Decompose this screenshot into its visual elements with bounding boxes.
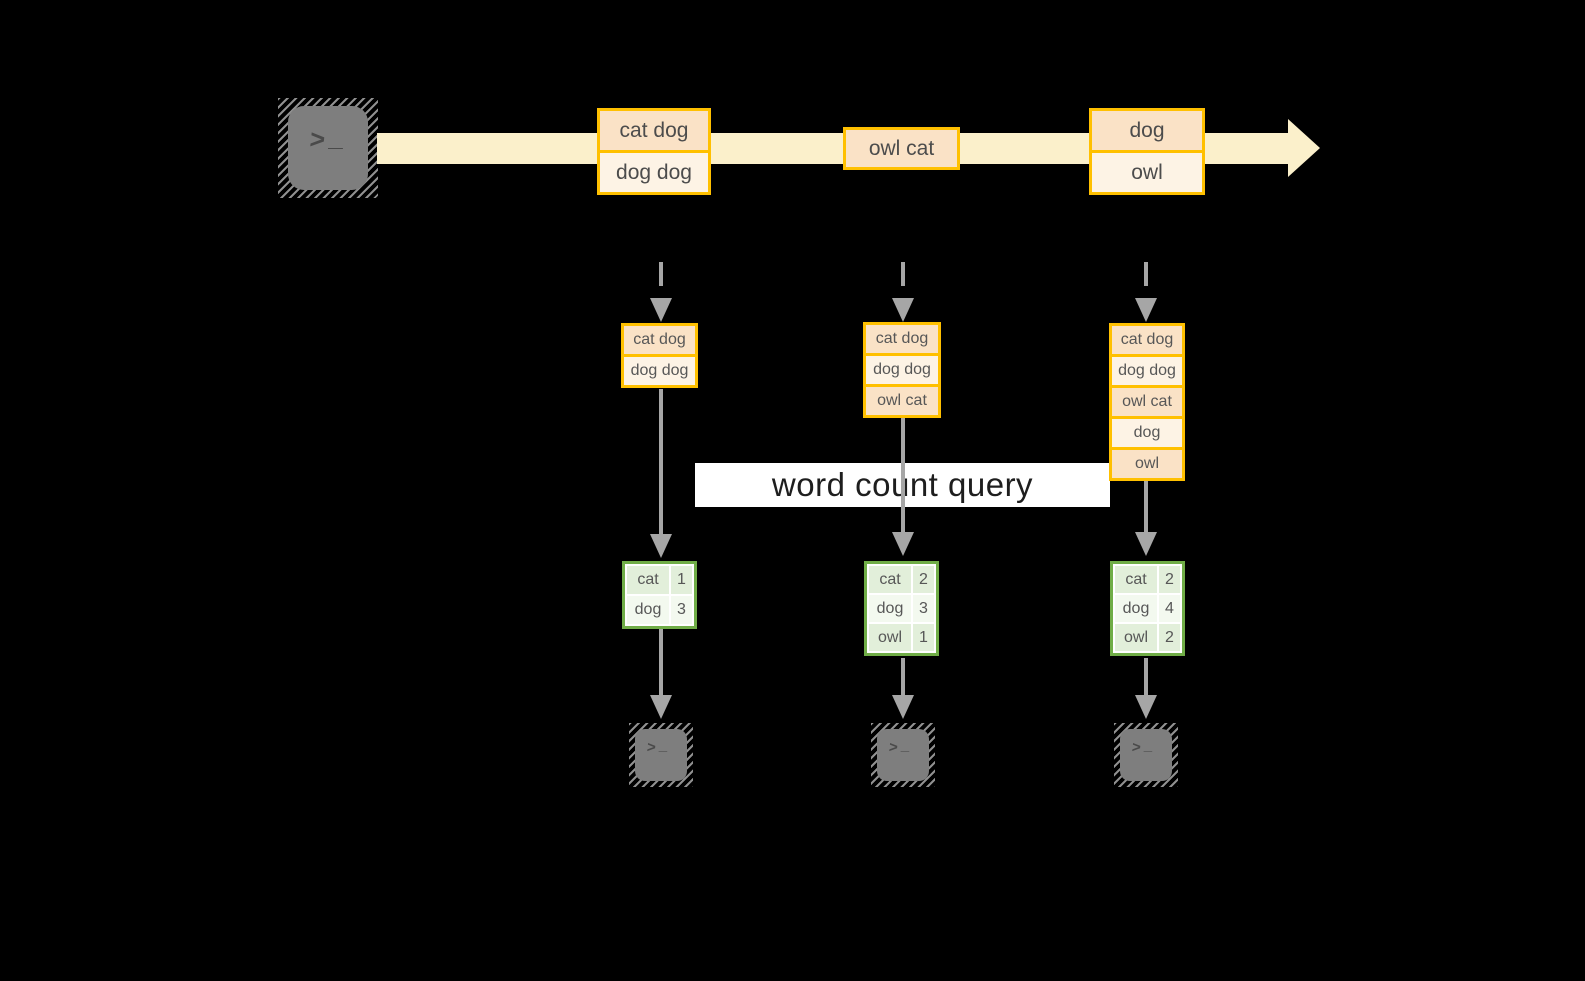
source-terminal-icon: >_ [278, 98, 378, 198]
state-row: owl cat [866, 384, 938, 415]
prompt-chevron: > [646, 739, 657, 756]
state-row: owl cat [1112, 385, 1182, 416]
count-word-cell: cat [627, 566, 669, 594]
query-band: word count query [695, 463, 1110, 507]
state-row: dog dog [866, 353, 938, 384]
query-arrowhead-3 [1135, 532, 1157, 556]
prompt-chevron: > [888, 739, 899, 756]
stream-event-row: cat dog [600, 111, 708, 150]
count-word-cell: dog [627, 596, 669, 624]
prompt-underscore: _ [658, 737, 668, 754]
state-row: cat dog [1112, 326, 1182, 354]
state-row: dog dog [1112, 354, 1182, 385]
count-word-cell: cat [869, 566, 911, 593]
terminal-icon-body: >_ [1120, 729, 1172, 781]
prompt-chevron: > [1131, 739, 1142, 756]
state-buffer-2: cat dog dog dog owl cat [863, 322, 941, 418]
count-table-1: cat 1 dog 3 [622, 561, 697, 629]
count-word-cell: cat [1115, 566, 1157, 593]
prompt-underscore: _ [900, 737, 910, 754]
state-row: owl [1112, 447, 1182, 478]
state-buffer-1: cat dog dog dog [621, 323, 698, 388]
state-buffer-3: cat dog dog dog owl cat dog owl [1109, 323, 1185, 481]
count-word-cell: dog [1115, 595, 1157, 622]
stream-event-row: dog dog [600, 150, 708, 192]
query-arrowhead-2 [892, 532, 914, 556]
stream-event-row: owl [1092, 150, 1202, 192]
prompt-underscore: _ [1143, 737, 1153, 754]
count-value-cell: 3 [671, 596, 692, 624]
dashed-arrowhead-3 [1135, 298, 1157, 322]
stream-event-row: dog [1092, 111, 1202, 150]
prompt-chevron: > [308, 124, 327, 154]
terminal-prompt-icon: >_ [308, 122, 343, 154]
terminal-icon-body: >_ [635, 729, 687, 781]
stream-event-box-2: owl cat [843, 127, 960, 170]
terminal-prompt-icon: >_ [1131, 737, 1153, 756]
output-arrowhead-2 [892, 695, 914, 719]
count-value-cell: 2 [1159, 566, 1180, 593]
output-terminal-icon-3: >_ [1114, 723, 1178, 787]
state-row: cat dog [624, 326, 695, 354]
count-value-cell: 3 [913, 595, 934, 622]
dashed-arrowhead-2 [892, 298, 914, 322]
count-word-cell: owl [1115, 624, 1157, 651]
count-value-cell: 2 [913, 566, 934, 593]
terminal-prompt-icon: >_ [888, 737, 910, 756]
count-word-cell: owl [869, 624, 911, 651]
dashed-arrowhead-1 [650, 298, 672, 322]
count-word-cell: dog [869, 595, 911, 622]
count-table-3: cat 2 dog 4 owl 2 [1110, 561, 1185, 656]
state-row: dog dog [624, 354, 695, 385]
prompt-underscore: _ [328, 122, 343, 152]
terminal-prompt-icon: >_ [646, 737, 668, 756]
count-value-cell: 2 [1159, 624, 1180, 651]
state-row: dog [1112, 416, 1182, 447]
stream-arrowhead [1288, 119, 1320, 177]
output-terminal-icon-1: >_ [629, 723, 693, 787]
query-arrowhead-1 [650, 534, 672, 558]
terminal-icon-body: >_ [288, 106, 368, 190]
count-value-cell: 1 [913, 624, 934, 651]
terminal-icon-body: >_ [877, 729, 929, 781]
count-value-cell: 1 [671, 566, 692, 594]
output-arrowhead-3 [1135, 695, 1157, 719]
count-value-cell: 4 [1159, 595, 1180, 622]
stream-event-box-3: dog owl [1089, 108, 1205, 195]
state-row: cat dog [866, 325, 938, 353]
output-terminal-icon-2: >_ [871, 723, 935, 787]
stream-event-box-1: cat dog dog dog [597, 108, 711, 195]
stream-event-row: owl cat [846, 130, 957, 167]
output-arrowhead-1 [650, 695, 672, 719]
query-label: word count query [771, 466, 1034, 503]
count-table-2: cat 2 dog 3 owl 1 [864, 561, 939, 656]
